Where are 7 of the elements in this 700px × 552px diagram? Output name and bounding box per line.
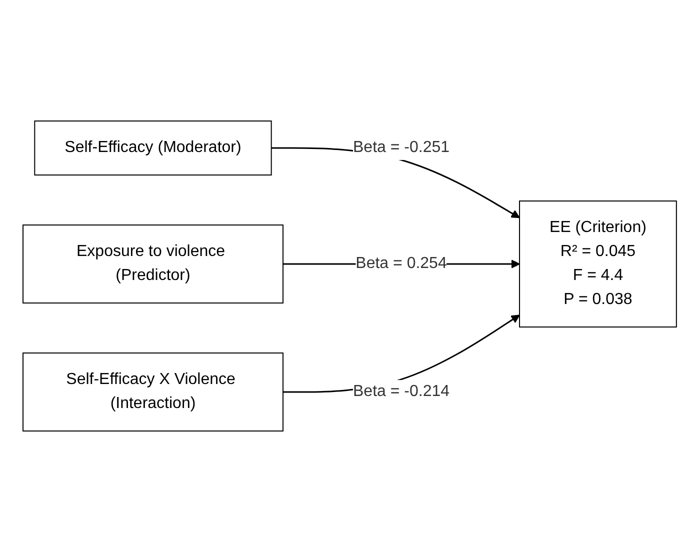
- edge-label: Beta = 0.254: [356, 255, 448, 272]
- node-box: Self-Efficacy X Violence (Interaction): [22, 352, 284, 432]
- node-box: Self-Efficacy (Moderator): [34, 120, 272, 176]
- edge-label: Beta = -0.214: [353, 383, 450, 400]
- edge-label: Beta = -0.251: [353, 139, 450, 156]
- node-box: EE (Criterion) R² = 0.045 F = 4.4 P = 0.038: [519, 200, 678, 328]
- node-box: Exposure to violence (Predictor): [22, 224, 284, 304]
